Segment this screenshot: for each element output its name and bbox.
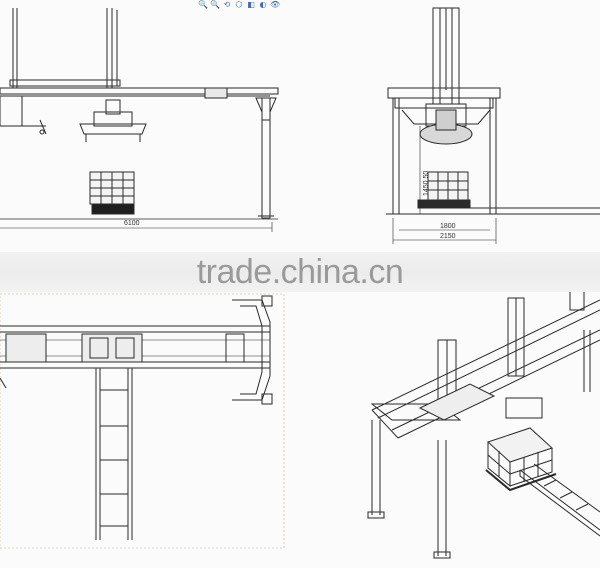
view-orientation-icon[interactable]: ⬡ (235, 0, 243, 9)
top-view (0, 295, 273, 540)
side-inner-width-dimension: 1800 (440, 223, 456, 230)
hide-show-icon[interactable]: 👁 (270, 0, 281, 9)
display-style-icon[interactable]: ◧ (247, 0, 255, 9)
side-outer-width-dimension: 2150 (440, 233, 456, 240)
watermark-band (0, 252, 600, 292)
front-view (0, 8, 279, 232)
front-width-dimension: 6100 (124, 220, 140, 227)
zoom-fit-icon[interactable]: 🔍 (198, 0, 208, 9)
isometric-view (367, 289, 600, 559)
watermark-text: trade.china.cn (196, 253, 404, 291)
zoom-area-icon[interactable]: 🔍 (210, 0, 220, 9)
section-view-icon[interactable]: ◐ (259, 0, 267, 9)
side-vertical-dimension: 1450 50 (423, 171, 430, 196)
top-view-border (0, 293, 285, 549)
rotate-icon[interactable]: ⟲ (223, 0, 231, 9)
side-view (386, 7, 600, 244)
view-toolbar[interactable]: 🔍 🔍 ⟲ ⬡ ◧ ◐ 👁 (198, 0, 280, 10)
